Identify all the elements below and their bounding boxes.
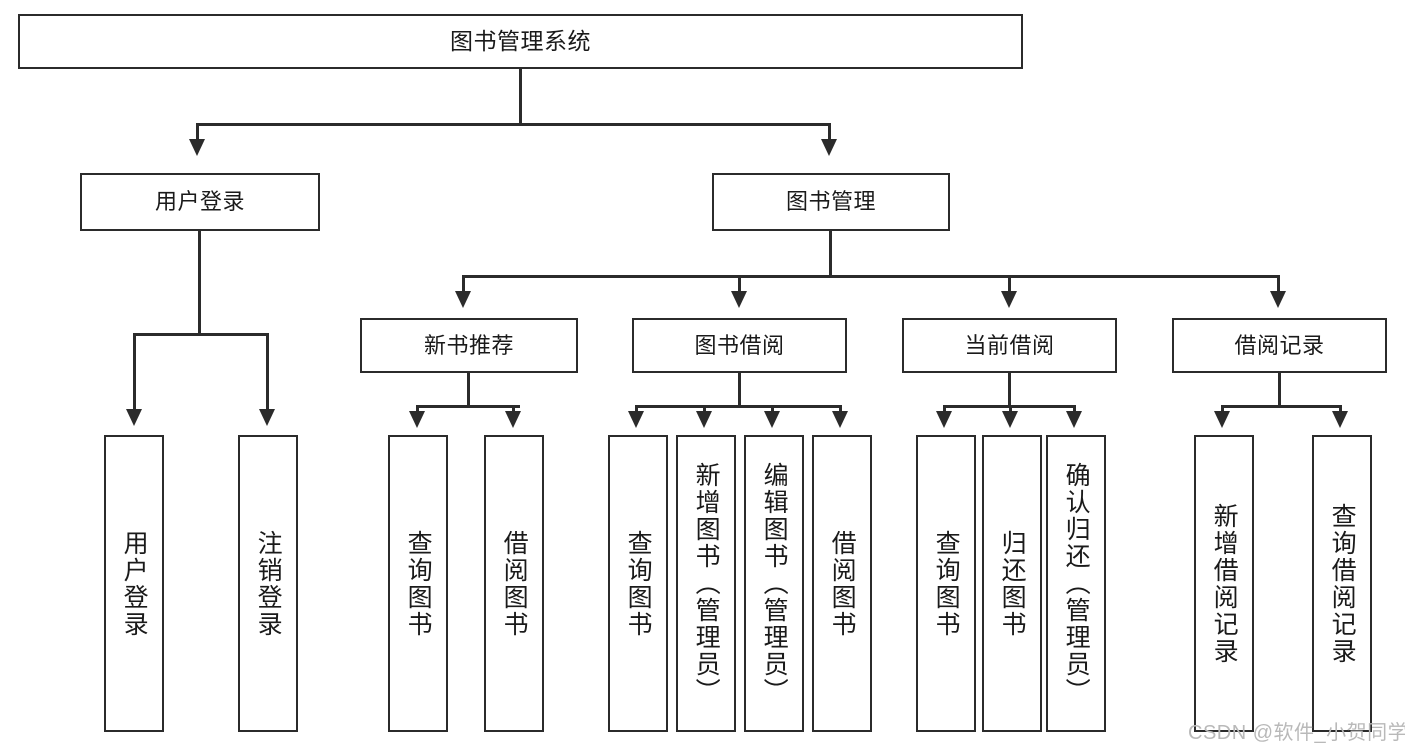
connector-recommend-drop-2 — [512, 405, 515, 413]
leaf-record-add-record[interactable]: 新增借阅记录 — [1194, 435, 1254, 732]
connector-book-manage-stem — [829, 231, 832, 277]
connector-current-drop-2 — [1009, 405, 1012, 413]
connector-recommend-stem — [467, 373, 470, 407]
connector-book-manage-bar — [462, 275, 1280, 278]
arrow-recommend-to-query-book — [409, 411, 425, 428]
connector-user-login-stem — [198, 231, 201, 335]
arrow-borrow-to-add-book — [696, 411, 712, 428]
leaf-borrow-add-book[interactable]: 新增图书（管理员） — [676, 435, 736, 732]
connector-borrow-drop-3 — [771, 405, 774, 413]
arrow-recommend-to-borrow-book — [505, 411, 521, 428]
connector-root-bar — [196, 123, 831, 126]
arrow-root-to-user-login — [189, 139, 205, 156]
arrow-current-to-return-book — [1002, 411, 1018, 428]
node-label: 查询图书 — [624, 529, 653, 638]
connector-borrow-drop-1 — [635, 405, 638, 413]
connector-root-drop-1 — [196, 123, 199, 142]
connector-borrow-drop-2 — [703, 405, 706, 413]
leaf-borrow-query-book[interactable]: 查询图书 — [608, 435, 668, 732]
connector-record-drop-1 — [1221, 405, 1224, 413]
leaf-current-confirm-return[interactable]: 确认归还（管理员） — [1046, 435, 1106, 732]
leaf-recommend-borrow-book[interactable]: 借阅图书 — [484, 435, 544, 732]
arrow-user-login-to-login — [126, 409, 142, 426]
node-current-borrow[interactable]: 当前借阅 — [902, 318, 1117, 373]
arrow-to-new-book-recommend — [455, 291, 471, 308]
connector-record-bar — [1221, 405, 1342, 408]
connector-borrow-drop-4 — [839, 405, 842, 413]
node-label: 图书管理系统 — [450, 27, 591, 54]
arrow-to-current-borrow — [1001, 291, 1017, 308]
node-label: 用户登录 — [120, 529, 149, 638]
node-borrow-record[interactable]: 借阅记录 — [1172, 318, 1387, 373]
node-label: 查询图书 — [932, 529, 961, 638]
leaf-user-login[interactable]: 用户登录 — [104, 435, 164, 732]
connector-recommend-bar — [416, 405, 520, 408]
arrow-to-borrow-record — [1270, 291, 1286, 308]
connector-current-drop-1 — [943, 405, 946, 413]
connector-borrow-bar — [635, 405, 842, 408]
leaf-current-return-book[interactable]: 归还图书 — [982, 435, 1042, 732]
node-label: 新增借阅记录 — [1210, 502, 1239, 665]
connector-user-login-bar — [133, 333, 269, 336]
node-label: 当前借阅 — [964, 332, 1055, 358]
leaf-recommend-query-book[interactable]: 查询图书 — [388, 435, 448, 732]
leaf-borrow-edit-book[interactable]: 编辑图书（管理员） — [744, 435, 804, 732]
leaf-record-query-record[interactable]: 查询借阅记录 — [1312, 435, 1372, 732]
node-label: 图书管理 — [785, 189, 876, 215]
node-label: 借阅记录 — [1234, 332, 1325, 358]
node-label: 图书借阅 — [694, 332, 785, 358]
node-book-borrow[interactable]: 图书借阅 — [632, 318, 847, 373]
arrow-current-to-query-book — [936, 411, 952, 428]
arrow-borrow-to-query-book — [628, 411, 644, 428]
connector-record-stem — [1278, 373, 1281, 407]
node-label: 用户登录 — [154, 189, 245, 215]
connector-book-manage-drop-1 — [462, 275, 465, 294]
connector-user-login-drop-1 — [133, 333, 136, 411]
arrow-user-login-to-logout — [259, 409, 275, 426]
connector-borrow-stem — [738, 373, 741, 407]
connector-current-stem — [1008, 373, 1011, 407]
node-label: 查询图书 — [404, 529, 433, 638]
node-new-book-recommend[interactable]: 新书推荐 — [360, 318, 578, 373]
node-label: 新书推荐 — [423, 332, 514, 358]
node-label: 查询借阅记录 — [1328, 502, 1357, 665]
node-root-system[interactable]: 图书管理系统 — [18, 14, 1023, 69]
connector-book-manage-drop-3 — [1008, 275, 1011, 294]
leaf-current-query-book[interactable]: 查询图书 — [916, 435, 976, 732]
arrow-root-to-book-manage — [821, 139, 837, 156]
node-label: 注销登录 — [254, 529, 283, 638]
connector-current-drop-3 — [1073, 405, 1076, 413]
node-label: 编辑图书（管理员） — [760, 462, 789, 705]
arrow-record-to-query-record — [1332, 411, 1348, 428]
connector-root-drop-2 — [828, 123, 831, 142]
node-label: 借阅图书 — [828, 529, 857, 638]
arrow-borrow-to-borrow-book — [832, 411, 848, 428]
node-label: 新增图书（管理员） — [692, 462, 721, 705]
leaf-logout[interactable]: 注销登录 — [238, 435, 298, 732]
node-book-management[interactable]: 图书管理 — [712, 173, 950, 231]
node-label: 归还图书 — [998, 529, 1027, 638]
connector-user-login-drop-2 — [266, 333, 269, 411]
arrow-to-book-borrow — [731, 291, 747, 308]
connector-record-drop-2 — [1339, 405, 1342, 413]
arrow-current-to-confirm-return — [1066, 411, 1082, 428]
node-label: 借阅图书 — [500, 529, 529, 638]
arrow-record-to-add-record — [1214, 411, 1230, 428]
connector-root-stem — [519, 69, 522, 125]
connector-book-manage-drop-4 — [1277, 275, 1280, 294]
connector-book-manage-drop-2 — [738, 275, 741, 294]
watermark-text: CSDN @软件_小贺同学 — [1188, 722, 1405, 744]
node-user-login[interactable]: 用户登录 — [80, 173, 320, 231]
arrow-borrow-to-edit-book — [764, 411, 780, 428]
connector-recommend-drop-1 — [416, 405, 419, 413]
leaf-borrow-borrow-book[interactable]: 借阅图书 — [812, 435, 872, 732]
node-label: 确认归还（管理员） — [1062, 462, 1091, 705]
